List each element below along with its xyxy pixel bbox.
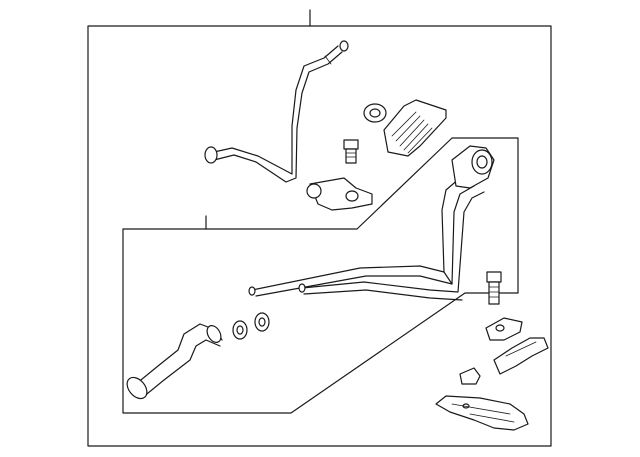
seal bbox=[232, 320, 248, 340]
bolt-upper bbox=[343, 139, 359, 164]
clip-upper bbox=[485, 317, 523, 341]
valve bbox=[306, 177, 373, 211]
clip-small bbox=[459, 367, 481, 385]
inner-callout-frame bbox=[122, 137, 519, 414]
connector-hose bbox=[126, 323, 223, 400]
filler-pipe bbox=[248, 145, 495, 301]
bracket-right bbox=[493, 337, 549, 375]
bracket bbox=[383, 99, 447, 157]
bolt-lower bbox=[486, 271, 502, 305]
heat-shield bbox=[435, 395, 529, 431]
grommet bbox=[363, 103, 387, 123]
outer-frame bbox=[87, 9, 552, 447]
o-ring bbox=[254, 312, 270, 332]
vent-pipe bbox=[204, 40, 349, 183]
